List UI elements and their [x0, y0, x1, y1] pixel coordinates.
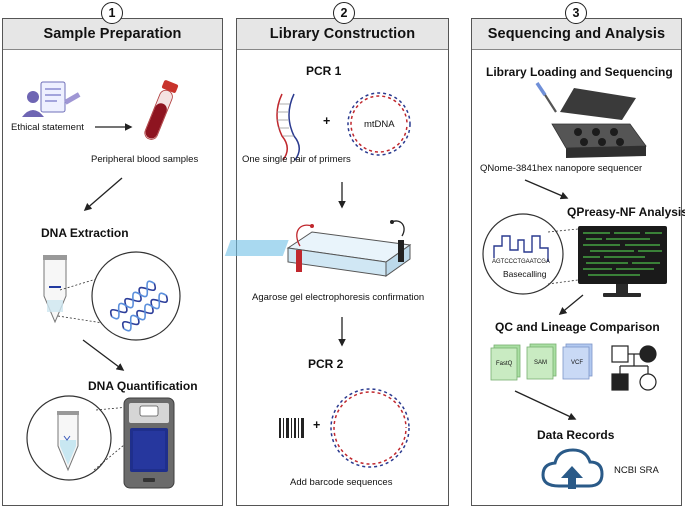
- gel-electrophoresis-icon: [224, 220, 412, 277]
- panel-title: Sample Preparation: [3, 19, 222, 50]
- qpreasy-title: QPreasy-NF Analysis: [567, 205, 685, 219]
- file-fastq-label: FastQ: [496, 361, 513, 367]
- primers-label: One single pair of primers: [242, 154, 351, 165]
- step-number-3: 3: [565, 2, 587, 24]
- panel-title: Library Construction: [237, 19, 448, 50]
- arrow: [558, 294, 584, 315]
- step-number-2: 2: [333, 2, 355, 24]
- arrow: [83, 177, 123, 212]
- arrow: [82, 339, 125, 371]
- step-number-1: 1: [101, 2, 123, 24]
- barcode-icon: [279, 418, 304, 438]
- qc-lineage-title: QC and Lineage Comparison: [495, 320, 660, 334]
- pedigree-chart-icon: [611, 345, 657, 391]
- library-loading-title: Library Loading and Sequencing: [486, 65, 673, 79]
- file-vcf-label: VCF: [571, 360, 583, 366]
- sequencer-label: QNome-3841hex nanopore sequencer: [480, 163, 643, 174]
- pcr2-title: PCR 2: [308, 357, 344, 371]
- gel-confirmation-label: Agarose gel electrophoresis confirmation: [252, 292, 425, 303]
- basecalling-label: Basecalling: [503, 269, 547, 279]
- file-sam-label: SAM: [534, 360, 548, 366]
- signal-trace: [493, 235, 549, 262]
- dna-quantification-title: DNA Quantification: [88, 379, 198, 393]
- mtdna-plasmid-icon: [347, 92, 411, 156]
- zoom-line: [57, 315, 110, 325]
- extraction-tube-icon: [43, 255, 67, 324]
- pipette-icon: [535, 82, 557, 113]
- basecalling-zoom-circle: [482, 213, 564, 295]
- zoom-line: [547, 279, 579, 285]
- pcr1-title: PCR 1: [306, 64, 342, 78]
- arrow: [514, 390, 577, 420]
- file-icons: [490, 343, 593, 381]
- dna-extraction-title: DNA Extraction: [41, 226, 129, 240]
- panel-title: Sequencing and Analysis: [472, 19, 681, 50]
- ncbi-sra-label: NCBI SRA: [614, 465, 659, 476]
- blood-tube-icon: [144, 80, 179, 140]
- zoom-line: [547, 228, 579, 233]
- amplicon-plasmid-icon: [330, 388, 410, 468]
- ethical-statement-label: Ethical statement: [11, 122, 84, 133]
- cloud-upload-icon: [541, 448, 604, 489]
- dna-helix-icon: [109, 280, 169, 332]
- sequence-text: AGTCCCTGAATCGA: [492, 259, 550, 265]
- plus-sign: +: [313, 418, 321, 432]
- nanopore-sequencer-icon: [551, 88, 647, 158]
- ethical-statement-icon: [22, 81, 81, 117]
- arrow: [524, 179, 569, 200]
- data-records-title: Data Records: [537, 428, 615, 442]
- small-tube-icon: [57, 411, 79, 472]
- plus-sign: +: [323, 114, 331, 128]
- barcode-label: Add barcode sequences: [290, 477, 393, 488]
- blood-samples-label: Peripheral blood samples: [91, 154, 199, 165]
- primers-icon: [276, 93, 300, 161]
- monitor-icon: [578, 226, 667, 297]
- fluorometer-device-icon: [123, 397, 175, 489]
- mtdna-label: mtDNA: [364, 119, 395, 130]
